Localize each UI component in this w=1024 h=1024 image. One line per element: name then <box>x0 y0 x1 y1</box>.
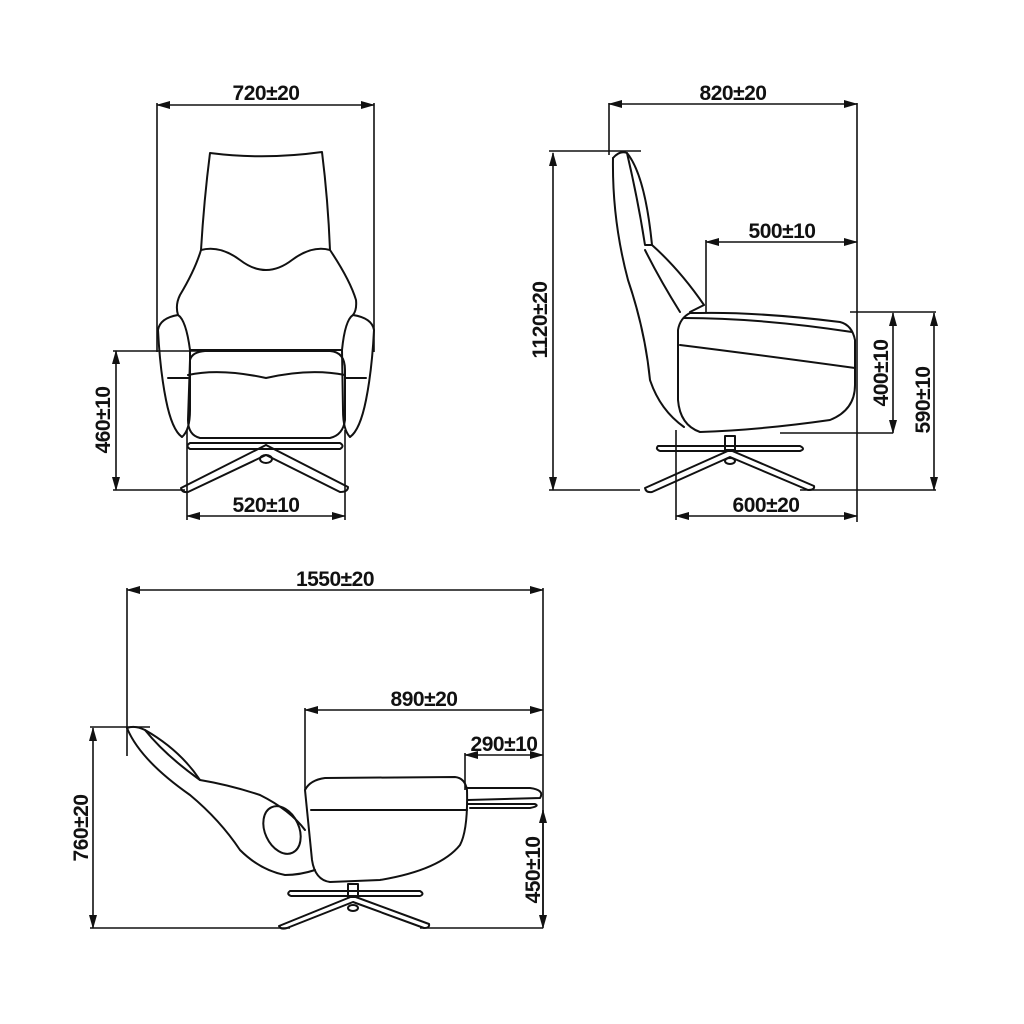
label-450: 450±10 <box>522 837 545 904</box>
chair-side-outline <box>611 151 856 494</box>
dim-reclined-footrest-height: 450±10 <box>420 809 547 929</box>
dim-reclined-height: 760±20 <box>70 726 290 929</box>
label-890: 890±20 <box>391 688 458 711</box>
dim-front-overall-width: 720±20 <box>156 82 375 352</box>
label-600: 600±20 <box>733 494 800 517</box>
dim-side-seat-depth: 500±10 <box>705 220 858 312</box>
dim-side-base-depth: 600±20 <box>675 430 858 520</box>
chair-reclined-outline <box>126 725 543 930</box>
label-720: 720±20 <box>233 82 300 105</box>
dim-side-seat-height: 400±10 <box>780 311 897 434</box>
label-820: 820±20 <box>700 82 767 105</box>
front-view: 720±20 460±10 520±10 <box>92 82 375 520</box>
label-1120: 1120±20 <box>529 282 552 359</box>
label-1550: 1550±20 <box>296 568 374 591</box>
label-520: 520±10 <box>233 494 300 517</box>
label-290: 290±10 <box>471 733 538 756</box>
label-500: 500±10 <box>749 220 816 243</box>
dim-reclined-footrest-extension: 290±10 <box>464 733 544 790</box>
reclined-view: 1550±20 890±20 290±10 760±20 450±10 <box>70 568 547 930</box>
label-760: 760±20 <box>70 795 93 862</box>
dim-side-overall-depth: 820±20 <box>608 82 858 522</box>
label-590: 590±10 <box>912 367 935 434</box>
chair-front-outline <box>157 151 375 494</box>
dim-side-arm-height: 590±10 <box>800 311 938 491</box>
dim-reclined-seat-to-footrest: 890±20 <box>304 688 544 790</box>
side-view: 820±20 1120±20 500±10 400±10 590±10 <box>529 82 938 522</box>
label-460: 460±10 <box>92 387 115 454</box>
dim-front-seat-height: 460±10 <box>92 350 200 491</box>
dim-side-overall-height: 1120±20 <box>529 150 641 491</box>
label-400: 400±10 <box>870 340 893 407</box>
